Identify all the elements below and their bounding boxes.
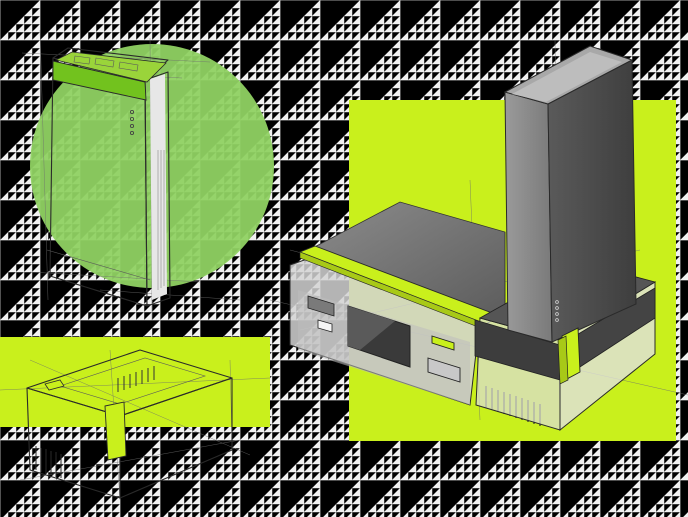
clip-left <box>44 379 65 391</box>
accent-band <box>52 60 147 101</box>
usb-plug-accent <box>431 335 455 351</box>
lime-band-backdrop <box>0 337 270 427</box>
tower-dock-render <box>269 39 688 441</box>
battery-level-dots <box>129 109 135 136</box>
port-ethernet <box>427 357 461 383</box>
tower-side <box>547 59 637 343</box>
port-hdmi <box>307 295 335 317</box>
clip-front <box>104 401 127 461</box>
power-bank-sketch <box>21 29 274 321</box>
port-usb-a <box>317 319 333 333</box>
tower-front <box>504 91 553 343</box>
tray-dock-sketch <box>0 337 271 501</box>
